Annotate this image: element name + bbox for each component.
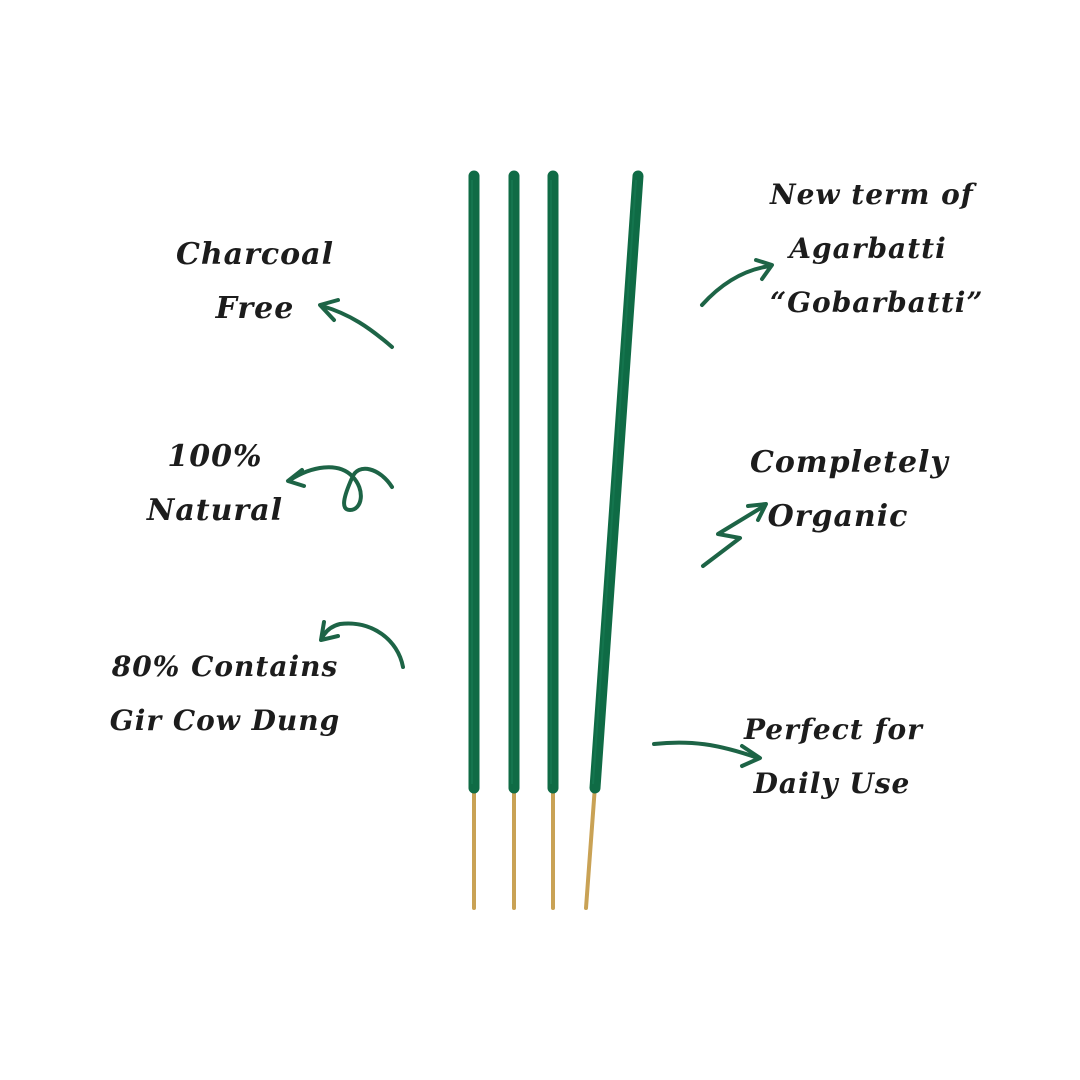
- feature-organic: Completely Organic: [750, 436, 949, 544]
- feature-line: Organic: [767, 499, 909, 534]
- feature-line: Agarbatti: [789, 232, 947, 265]
- arrow-natural: [286, 465, 394, 512]
- feature-line: 80% Contains: [111, 650, 339, 683]
- feature-daily-use: Perfect for Daily Use: [744, 703, 923, 811]
- feature-line: Completely: [750, 445, 949, 480]
- feature-line: New term of: [770, 178, 974, 211]
- feature-natural: 100% Natural: [140, 430, 290, 538]
- feature-line: Charcoal: [175, 237, 335, 272]
- incense-stick-tilted: [584, 170, 644, 910]
- feature-line: Natural: [146, 493, 284, 528]
- arrow-gir-cow-dung: [319, 620, 405, 669]
- feature-gir-cow-dung: 80% Contains Gir Cow Dung: [108, 640, 342, 748]
- feature-line: 100%: [167, 439, 263, 474]
- feature-line: Daily Use: [753, 767, 911, 800]
- feature-gobarbatti: New term of Agarbatti “Gobarbatti”: [770, 168, 984, 330]
- feature-line: Perfect for: [744, 713, 923, 746]
- arrow-organic: [701, 502, 768, 568]
- arrow-gobarbatti: [700, 258, 774, 307]
- incense-stick: [547, 170, 559, 910]
- feature-line: “Gobarbatti”: [770, 286, 984, 319]
- feature-charcoal-free: Charcoal Free: [170, 228, 340, 336]
- feature-line: Gir Cow Dung: [109, 704, 341, 737]
- incense-stick: [508, 170, 520, 910]
- arrow-charcoal-free: [318, 298, 394, 349]
- incense-stick: [468, 170, 480, 910]
- arrow-daily-use: [652, 740, 762, 768]
- feature-line: Free: [215, 291, 295, 326]
